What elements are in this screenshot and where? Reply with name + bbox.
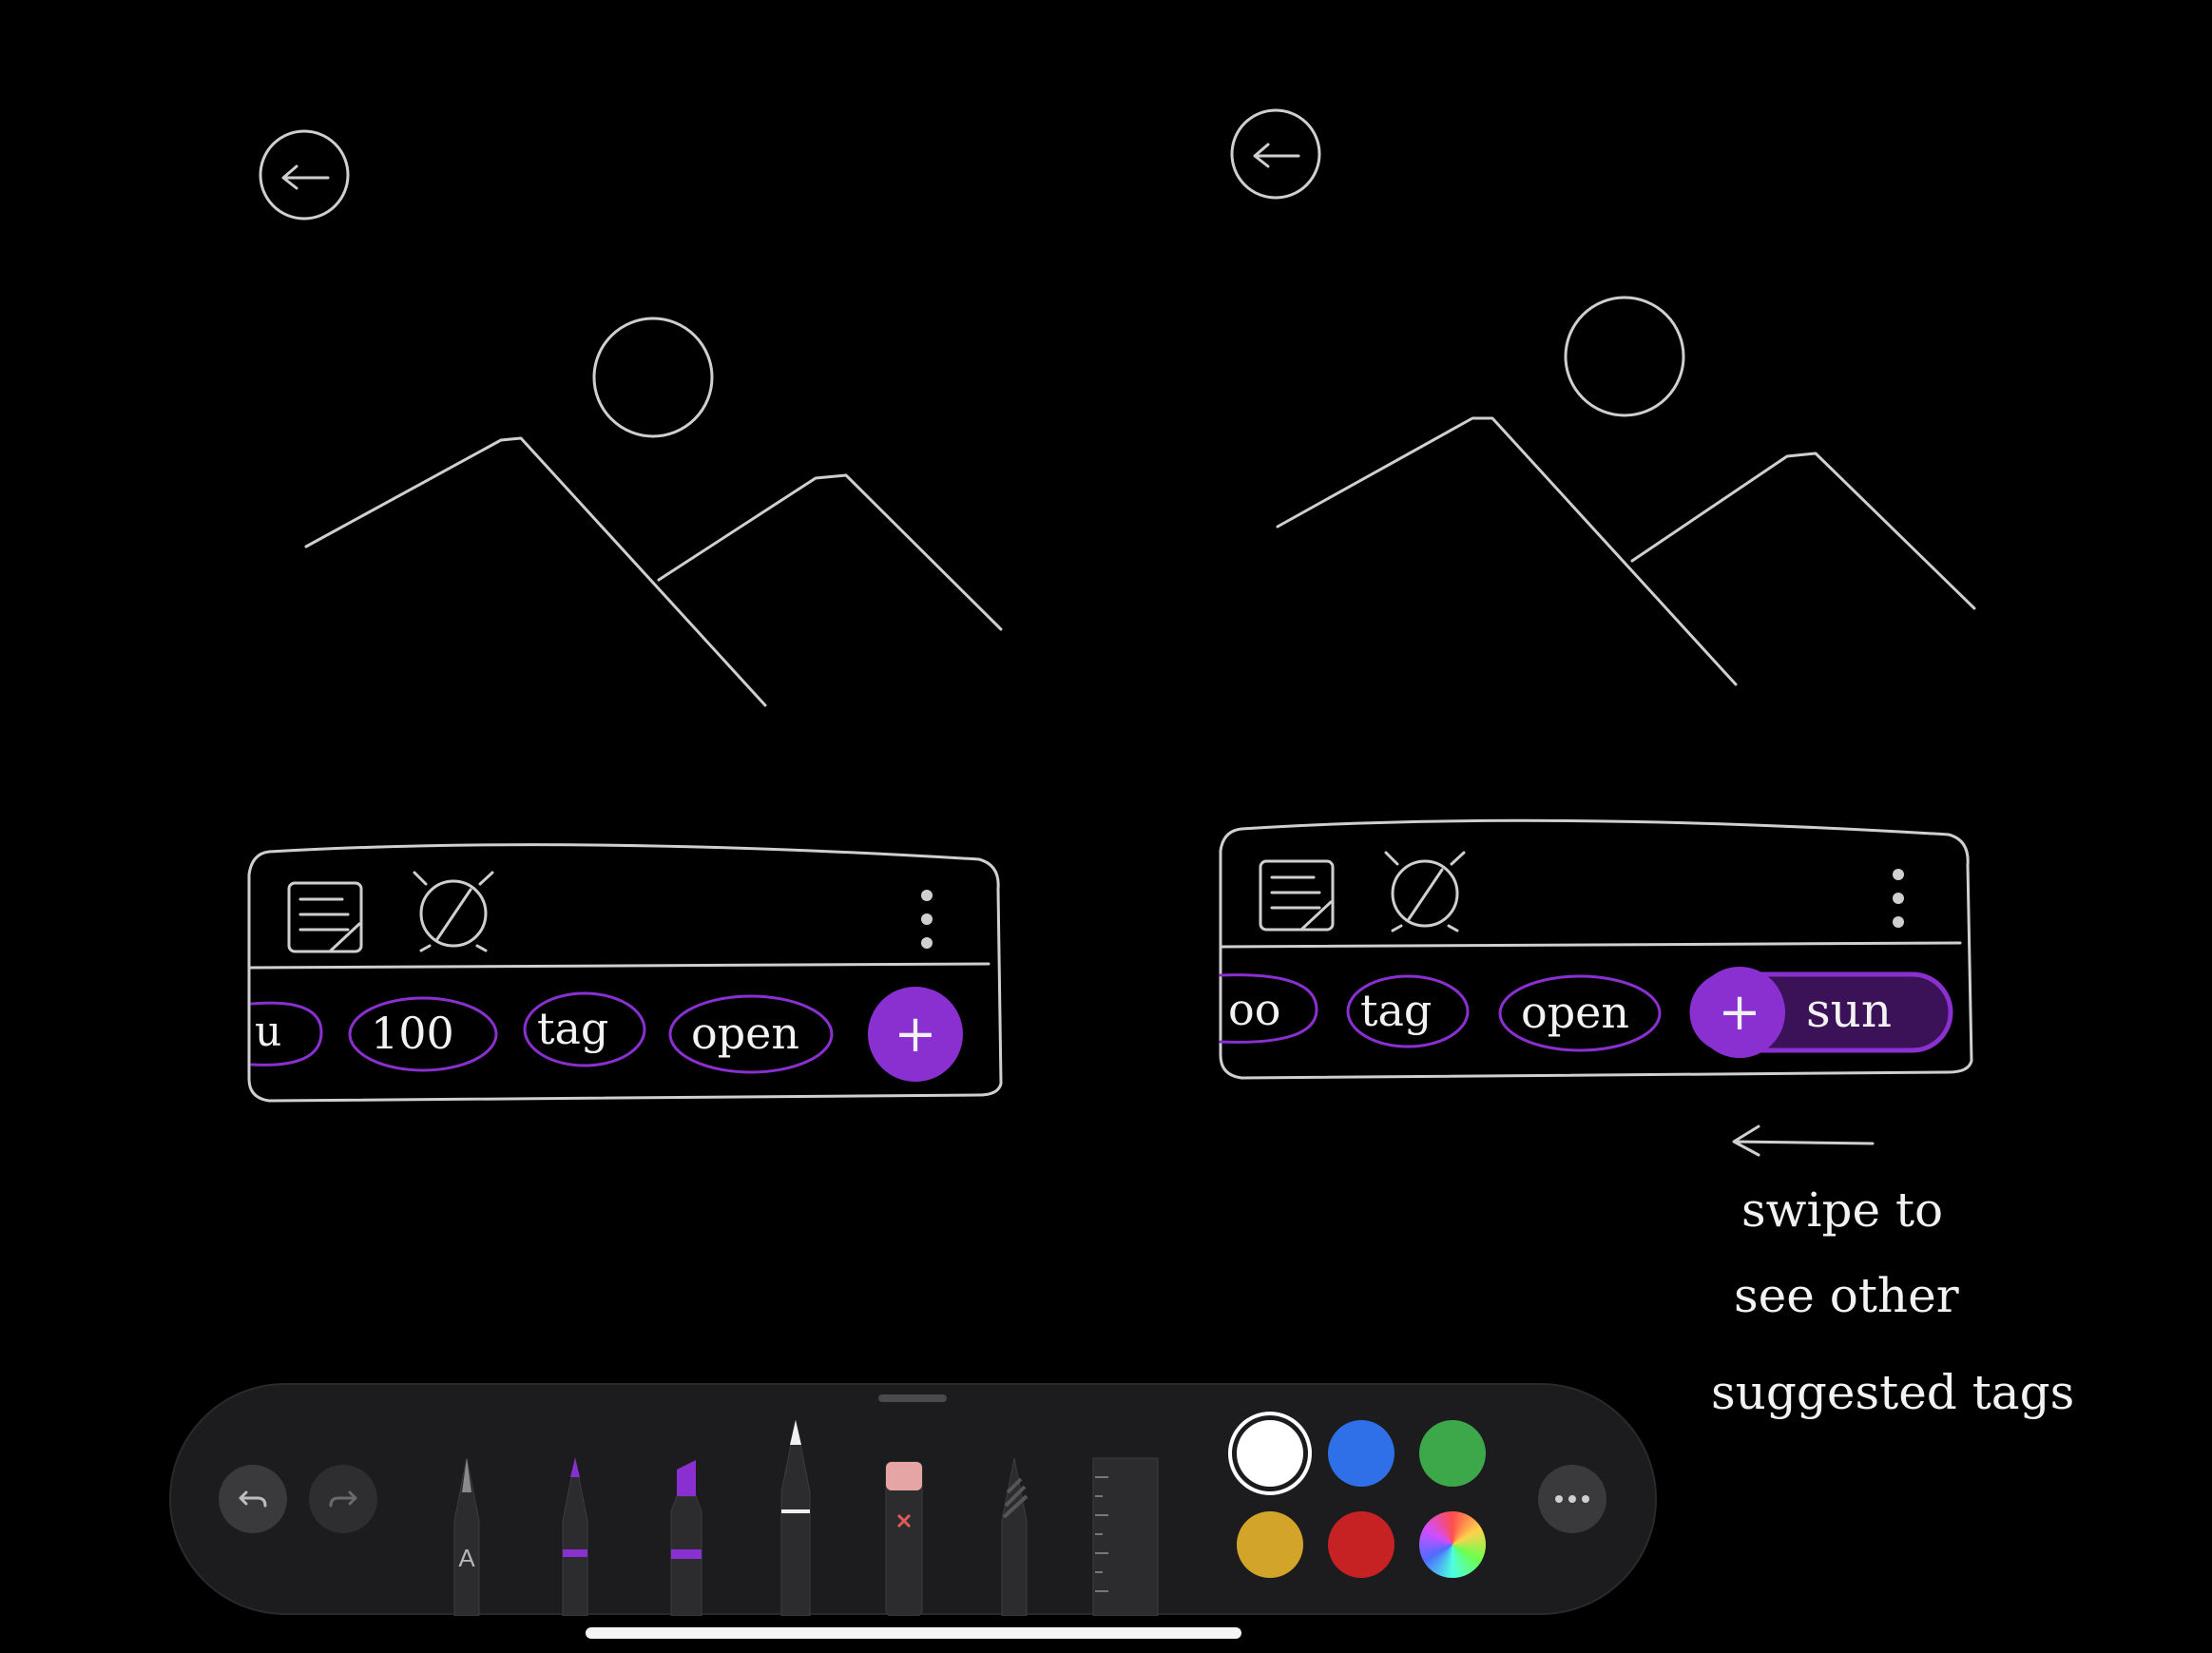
alarm-clock-icon-detail xyxy=(413,871,494,952)
back-arrow-icon-glyph xyxy=(281,164,330,190)
left-sheet-divider xyxy=(247,962,991,970)
right-bottom-sheet xyxy=(1219,818,1973,1080)
swipe-arrow-icon xyxy=(1732,1124,1875,1157)
tag-chip-u[interactable] xyxy=(250,1001,323,1067)
mountain-icon xyxy=(1276,416,1976,686)
tag-label: tag xyxy=(537,1003,608,1054)
tag-chip-tag[interactable] xyxy=(523,991,646,1067)
tag-label: tag xyxy=(1360,985,1432,1036)
home-indicator[interactable] xyxy=(586,1627,1241,1639)
tag-chip-100[interactable] xyxy=(348,996,498,1072)
note-icon[interactable] xyxy=(287,881,363,953)
tag-label: oo xyxy=(1228,984,1280,1035)
right-sketch: oo tag open + sun swipe to see other sug… xyxy=(1219,108,2074,1420)
more-icon-dot xyxy=(1893,916,1904,928)
left-sketch: u 100 tag open + xyxy=(247,129,1003,1103)
pen-label: A xyxy=(458,1544,475,1572)
tag-chip-tag[interactable] xyxy=(1346,974,1470,1048)
more-options-button[interactable] xyxy=(1538,1465,1606,1533)
annotation-line: see other xyxy=(1734,1268,1959,1323)
add-tag-label: + xyxy=(1718,982,1760,1042)
back-arrow-icon-glyph xyxy=(1253,143,1300,168)
color-swatch-blue[interactable] xyxy=(1328,1420,1395,1487)
ruler-tool[interactable] xyxy=(1089,1454,1162,1616)
more-icon-dot[interactable] xyxy=(1893,869,1904,880)
color-swatch-white[interactable] xyxy=(1237,1420,1303,1487)
sun-icon xyxy=(1564,296,1685,417)
marker-tool[interactable] xyxy=(660,1454,713,1616)
right-sheet-divider xyxy=(1219,941,1962,949)
add-tag-label: + xyxy=(894,1004,936,1064)
color-swatch-red[interactable] xyxy=(1328,1511,1395,1578)
back-arrow-icon xyxy=(1230,108,1321,200)
undo-button[interactable] xyxy=(219,1465,287,1533)
annotation-line: suggested tags xyxy=(1711,1365,2074,1420)
eraser-tool[interactable] xyxy=(882,1454,926,1616)
more-icon-dot[interactable] xyxy=(921,890,933,901)
more-icon-dot xyxy=(921,937,933,949)
more-icon-dot xyxy=(1893,893,1904,904)
left-bottom-sheet xyxy=(247,843,1003,1103)
tag-label: 100 xyxy=(371,1008,454,1059)
pen-tool[interactable] xyxy=(551,1454,599,1616)
tag-label: u xyxy=(255,1008,281,1056)
tag-label: open xyxy=(691,1008,799,1059)
color-picker-wheel[interactable] xyxy=(1419,1511,1486,1578)
alarm-clock-icon[interactable] xyxy=(419,879,488,948)
tag-chip-open[interactable] xyxy=(668,994,834,1074)
note-icon-lines xyxy=(298,897,361,952)
add-tag-button[interactable] xyxy=(1694,967,1785,1058)
color-swatch-yellow[interactable] xyxy=(1237,1511,1303,1578)
mountain-icon xyxy=(304,436,1003,707)
more-icon-dot xyxy=(921,913,933,925)
add-tag-button[interactable] xyxy=(868,987,963,1082)
pencil-tool[interactable] xyxy=(770,1416,821,1616)
redo-button[interactable] xyxy=(309,1465,377,1533)
new-tag-label: sun xyxy=(1806,983,1892,1038)
note-icon[interactable] xyxy=(1259,859,1335,932)
sun-icon xyxy=(592,317,714,438)
ellipsis-icon xyxy=(1555,1495,1589,1503)
palette-grabber[interactable] xyxy=(878,1394,947,1402)
note-icon-lines xyxy=(1270,875,1333,931)
alarm-clock-icon-detail xyxy=(1384,851,1466,932)
undo-icon xyxy=(239,1490,267,1508)
fill-pen-tool[interactable] xyxy=(991,1454,1038,1616)
tag-label: open xyxy=(1521,987,1629,1038)
tag-chip-open[interactable] xyxy=(1498,974,1662,1052)
alarm-clock-icon[interactable] xyxy=(1391,859,1459,928)
tag-chip-oo[interactable] xyxy=(1219,973,1318,1044)
back-arrow-icon xyxy=(259,129,350,221)
monoline-pen-tool[interactable]: A xyxy=(443,1454,490,1616)
redo-icon xyxy=(329,1490,357,1508)
color-swatch-green[interactable] xyxy=(1419,1420,1486,1487)
annotation-line: swipe to xyxy=(1741,1182,1943,1238)
